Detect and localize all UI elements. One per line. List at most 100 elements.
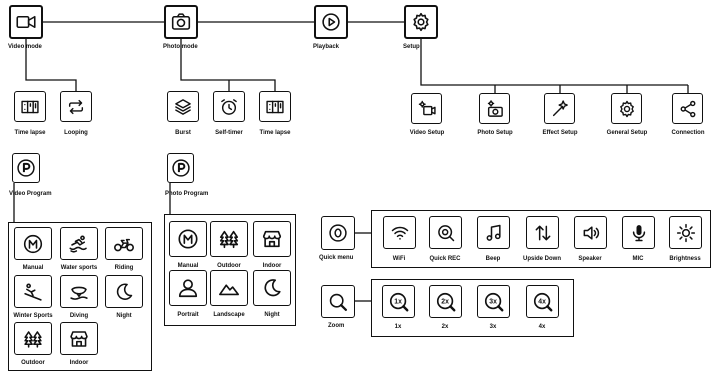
top-menu-playback[interactable]	[314, 5, 348, 39]
quick-menu-label-beep: Beep	[485, 256, 501, 262]
photo-mode-burst[interactable]	[167, 91, 199, 122]
photo-program-manual[interactable]	[169, 221, 207, 257]
play-icon	[322, 13, 340, 31]
top-menu-video-mode[interactable]	[9, 5, 43, 39]
brightness-icon	[676, 223, 695, 242]
video-program-label-winter-sports: Winter Sports	[13, 313, 53, 319]
gear-icon	[619, 100, 634, 117]
video-program-panel	[8, 222, 152, 371]
svg-text:1x: 1x	[394, 298, 402, 305]
photo-program-button[interactable]	[167, 153, 194, 183]
quick-menu-speaker[interactable]	[574, 216, 607, 249]
quick-menu-button[interactable]	[321, 216, 355, 250]
zoom-4x[interactable]: 4x	[526, 285, 559, 318]
zoom-label-1x: 1x	[394, 324, 402, 330]
portrait-icon	[178, 279, 198, 298]
svg-text:4x: 4x	[538, 298, 546, 305]
video-program-manual[interactable]	[14, 227, 52, 260]
zoom-label-3x: 3x	[489, 324, 497, 330]
setup-label-connection: Connection	[671, 130, 705, 136]
photo-settings-icon	[487, 99, 503, 117]
winter-sports-icon	[24, 283, 42, 301]
video-program-label-indoor: Indoor	[69, 360, 89, 366]
photo-program-label-indoor: Indoor	[262, 263, 282, 269]
quick-menu-wifi[interactable]	[383, 216, 416, 249]
video-program-water-sports[interactable]	[60, 227, 98, 260]
zoom-2x[interactable]: 2x	[429, 285, 462, 318]
video-program-indoor[interactable]	[60, 322, 98, 355]
svg-text:3x: 3x	[489, 298, 497, 305]
video-program-label-outdoor: Outdoor	[21, 360, 45, 366]
quick-menu-label-upside-down: Upside Down	[522, 256, 562, 262]
video-program-label-riding: Riding	[114, 265, 134, 271]
program-p-icon	[17, 159, 35, 177]
setup-photo-setup[interactable]	[479, 93, 510, 124]
top-menu-label-playback: Playback	[313, 44, 340, 50]
magnifier-icon	[329, 293, 348, 311]
photo-program-portrait[interactable]	[169, 270, 207, 306]
photo-program-label-landscape: Landscape	[213, 312, 245, 318]
video-program-riding[interactable]	[105, 227, 143, 260]
timelapse-icon	[21, 100, 39, 113]
video-mode-label-time-lapse: Time lapse	[14, 130, 46, 136]
magic-wand-icon	[552, 99, 568, 116]
setup-connection[interactable]	[672, 93, 703, 124]
photo-program-landscape[interactable]	[210, 270, 248, 306]
camera-icon	[171, 13, 191, 30]
video-mode-looping[interactable]	[60, 91, 92, 122]
video-program-label-night: Night	[116, 313, 132, 319]
video-mode-time-lapse[interactable]	[14, 91, 46, 122]
photo-mode-time-lapse[interactable]	[259, 91, 291, 122]
quick-menu-label: Quick menu	[319, 255, 354, 261]
photo-program-label-manual: Manual	[177, 263, 199, 269]
photo-program-label-portrait: Portrait	[177, 312, 199, 318]
setup-video-setup[interactable]	[411, 93, 442, 124]
video-camera-icon	[16, 15, 36, 29]
setup-effect-setup[interactable]	[544, 93, 575, 124]
video-program-label-diving: Diving	[69, 313, 89, 319]
setup-label-general-setup: General Setup	[606, 130, 648, 136]
video-program-night[interactable]	[105, 275, 143, 308]
top-menu-setup[interactable]	[404, 5, 438, 39]
photo-program-night[interactable]	[253, 270, 291, 306]
quick-menu-beep[interactable]	[477, 216, 510, 249]
quick-menu-brightness[interactable]	[669, 216, 702, 249]
video-program-diving[interactable]	[60, 275, 98, 308]
quick-menu-label-mic: MIC	[632, 256, 644, 262]
zoom-label-2x: 2x	[441, 324, 449, 330]
top-menu-label-video-mode: Video mode	[8, 44, 42, 50]
quick-menu-upside-down[interactable]	[526, 216, 559, 249]
zoom-button[interactable]	[321, 285, 355, 318]
photo-mode-self-timer[interactable]	[213, 91, 245, 122]
setup-general-setup[interactable]	[611, 93, 642, 124]
share-icon	[680, 100, 695, 117]
photo-program-outdoor[interactable]	[210, 221, 248, 257]
photo-mode-label-time-lapse: Time lapse	[259, 130, 291, 136]
setup-label-effect-setup: Effect Setup	[542, 130, 578, 136]
photo-program-indoor[interactable]	[253, 221, 291, 257]
setup-label-photo-setup: Photo Setup	[477, 130, 513, 136]
zoom-3x-icon: 3x	[484, 292, 503, 311]
loop-icon	[68, 99, 84, 114]
connector-line	[420, 39, 688, 86]
music-note-icon	[486, 224, 501, 241]
top-menu-photo-mode[interactable]	[164, 5, 198, 39]
video-mode-label-looping: Looping	[64, 130, 88, 136]
zoom-3x[interactable]: 3x	[477, 285, 510, 318]
quick-menu-quick-rec[interactable]	[429, 216, 462, 249]
video-program-outdoor[interactable]	[14, 322, 52, 355]
video-program-button[interactable]	[12, 153, 40, 183]
quick-menu-mic[interactable]	[622, 216, 655, 249]
diving-icon	[70, 286, 88, 300]
program-p-icon	[171, 159, 190, 177]
video-program-label-manual: Manual	[22, 265, 44, 271]
video-program-winter-sports[interactable]	[14, 275, 52, 308]
storefront-icon	[70, 330, 88, 347]
quick-menu-label-quick-rec: Quick REC	[429, 256, 461, 262]
quick-menu-label-speaker: Speaker	[578, 256, 602, 262]
zoom-1x[interactable]: 1x	[382, 285, 415, 318]
quick-menu-label-wifi: WiFi	[392, 256, 406, 262]
manual-m-icon	[23, 234, 43, 253]
